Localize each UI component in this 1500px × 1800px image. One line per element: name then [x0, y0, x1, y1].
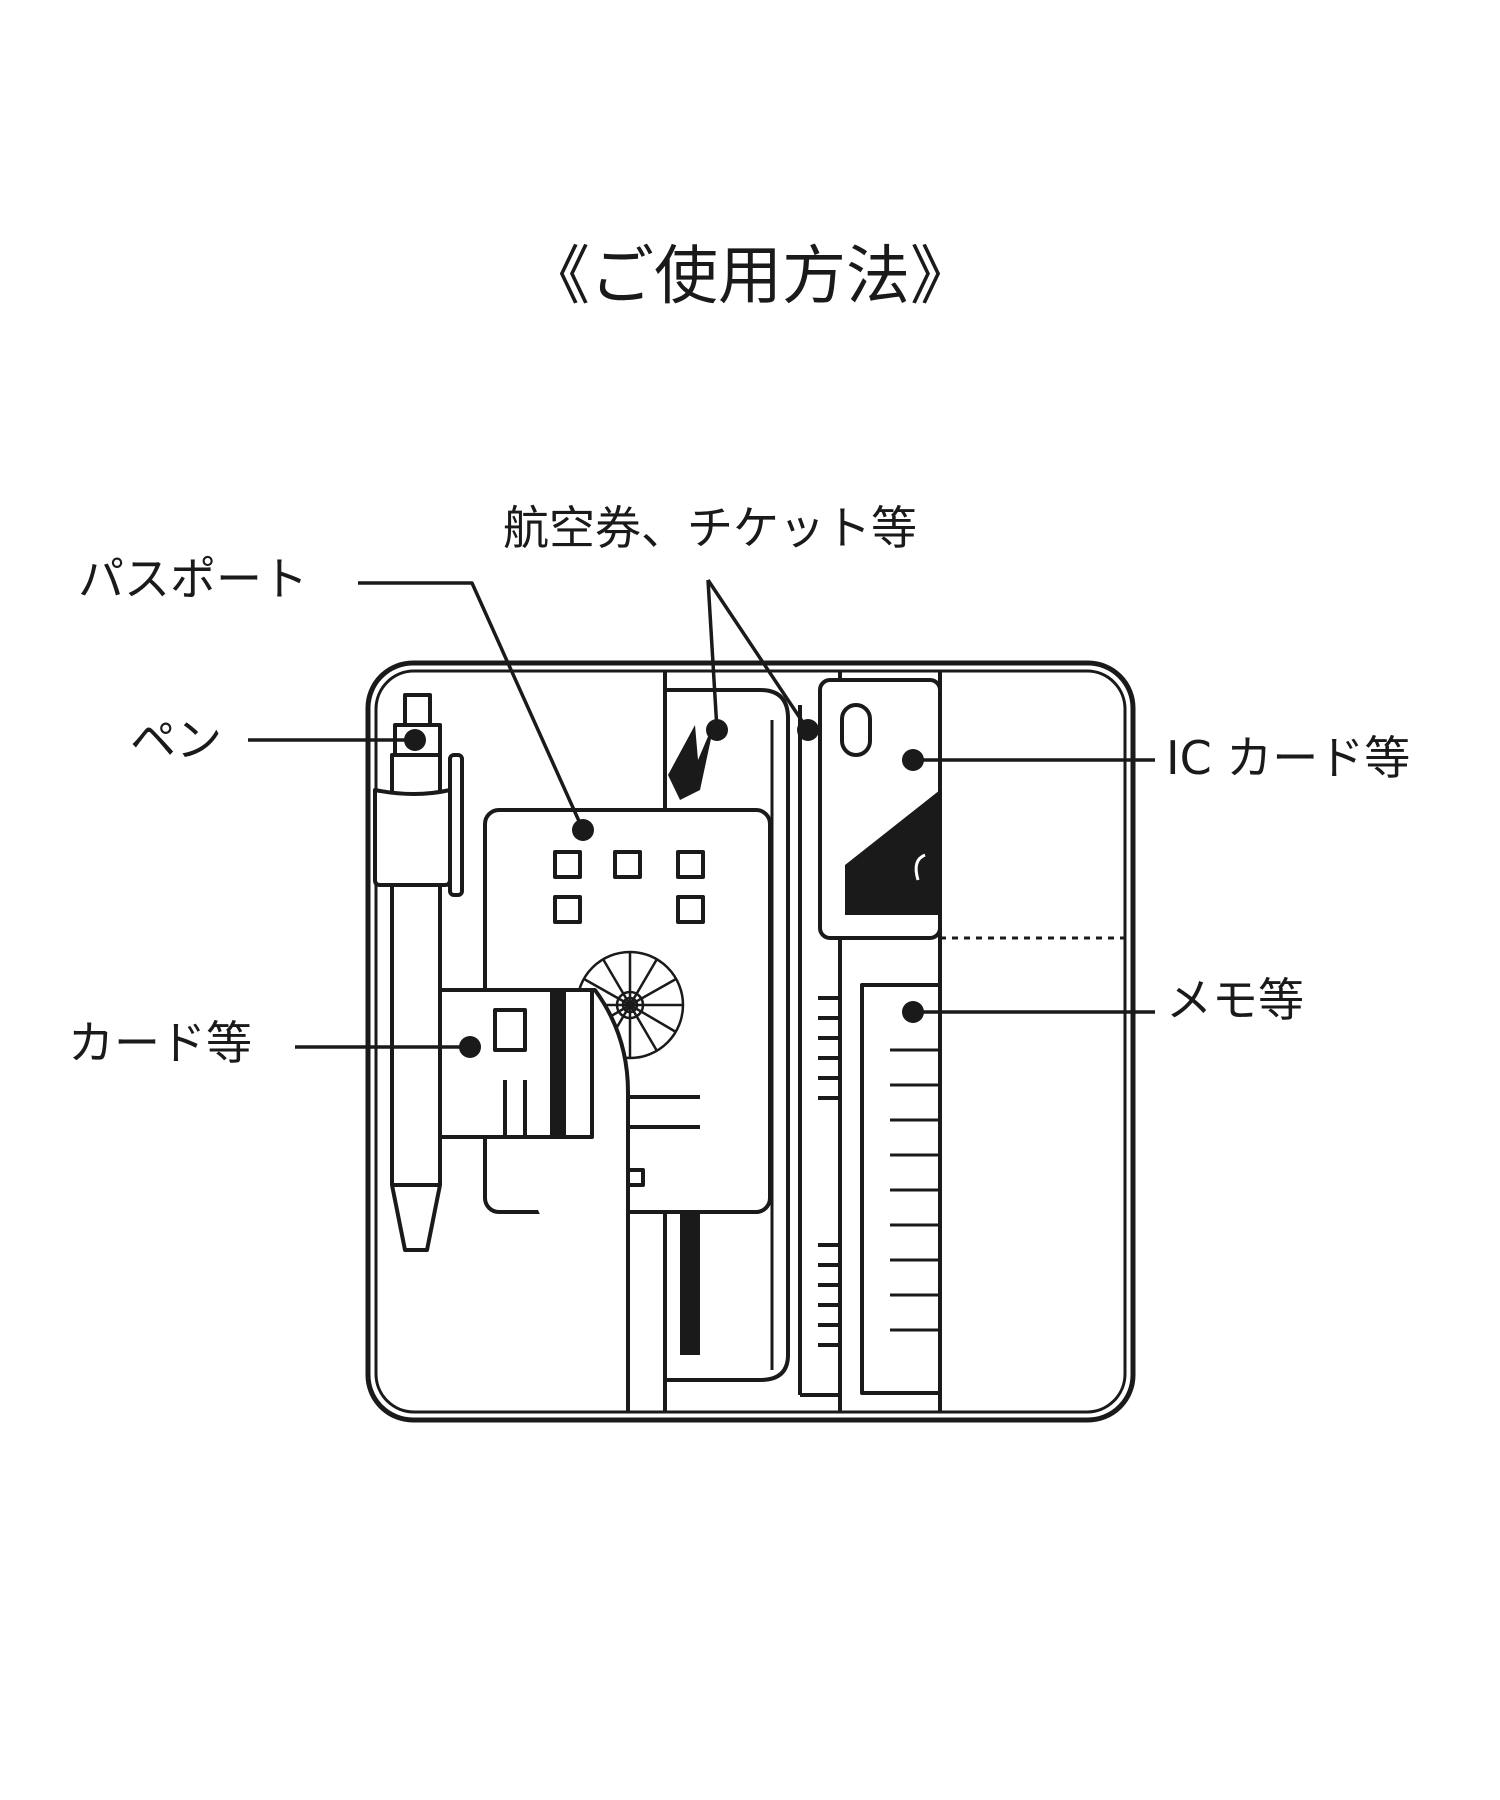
card — [438, 988, 594, 1139]
pen — [373, 693, 464, 1252]
leader-ticket-2 — [706, 579, 810, 731]
dot-ic-card — [902, 749, 924, 771]
leader-ticket-1 — [706, 579, 719, 731]
leader-dots — [404, 719, 924, 1058]
dot-ticket-1 — [706, 719, 728, 741]
dot-card — [459, 1036, 481, 1058]
label-card: カード等 — [68, 1016, 252, 1070]
dot-memo — [902, 1001, 924, 1023]
label-pen: ペン — [130, 713, 222, 767]
label-ic-card: IC カード等 — [1166, 731, 1411, 785]
page-title: 《ご使用方法》 — [526, 240, 974, 314]
dot-pen — [404, 729, 426, 751]
organizer-case — [365, 660, 1136, 1423]
leader-lines — [248, 579, 1155, 1049]
dot-passport — [572, 819, 594, 841]
memo-pad — [860, 983, 942, 1395]
dot-ticket-2 — [797, 719, 819, 741]
ic-card — [818, 678, 942, 940]
label-passport: パスポート — [78, 552, 308, 606]
label-memo: メモ等 — [1166, 973, 1304, 1027]
label-ticket: 航空券、チケット等 — [503, 501, 917, 555]
leader-passport — [358, 581, 585, 831]
